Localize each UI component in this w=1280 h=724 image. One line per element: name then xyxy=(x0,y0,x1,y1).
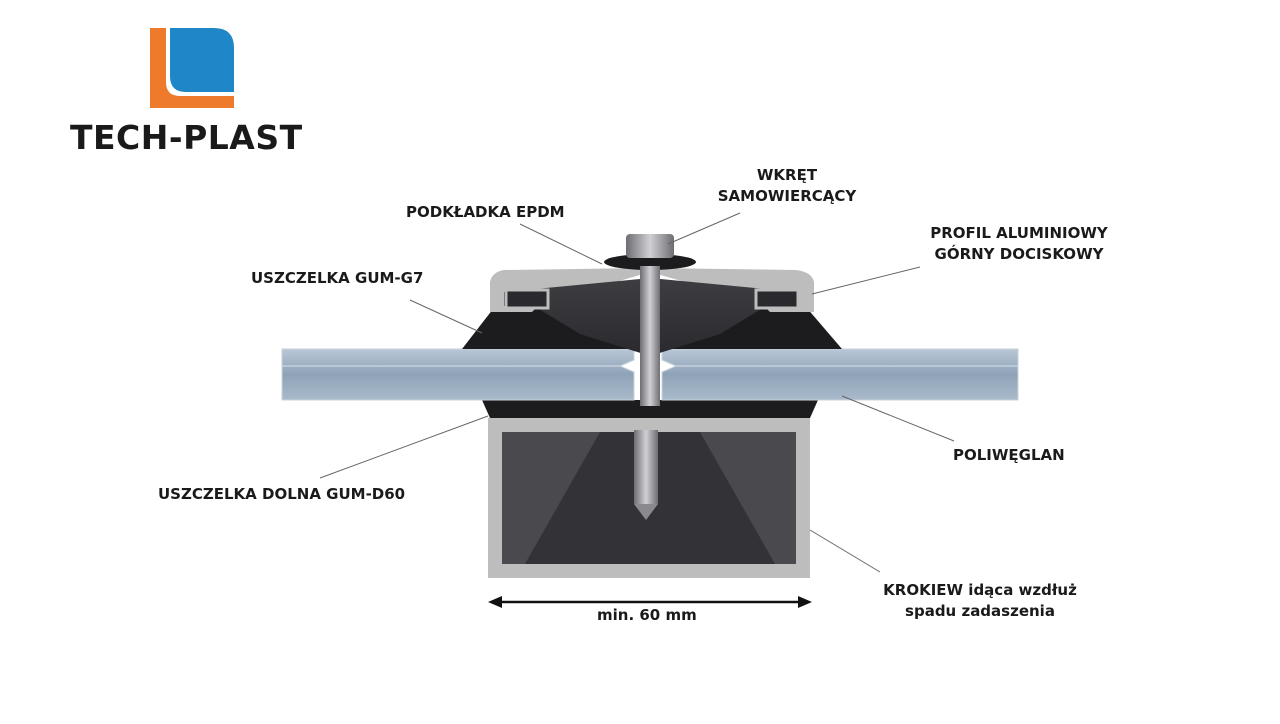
label-gasket-g7: USZCZELKA GUM-G7 xyxy=(251,269,424,287)
label-polycarbonate: POLIWĘGLAN xyxy=(953,446,1065,464)
label-top-profile-line2: GÓRNY DOCISKOWY xyxy=(934,245,1104,263)
label-bottom-gasket: USZCZELKA DOLNA GUM-D60 xyxy=(158,485,406,503)
epdm-washer-shape xyxy=(604,254,696,270)
brand-name: TECH-PLAST xyxy=(70,118,303,157)
label-rafter: KROKIEW idąca wzdłuż spadu zadaszenia xyxy=(870,580,1090,622)
self-drilling-screw xyxy=(626,234,674,520)
label-rafter-line2: spadu zadaszenia xyxy=(905,602,1055,620)
label-screw: WKRĘT SAMOWIERCĄCY xyxy=(700,165,874,207)
label-screw-line1: WKRĘT xyxy=(756,166,818,184)
bottom-gasket-shape xyxy=(482,400,818,418)
label-dimension: min. 60 mm xyxy=(597,606,697,624)
tech-plast-logo-icon xyxy=(150,28,234,108)
rafter-profile xyxy=(488,418,810,578)
label-rafter-line1: KROKIEW idąca wzdłuż xyxy=(883,581,1077,599)
label-screw-line2: SAMOWIERCĄCY xyxy=(717,187,857,205)
dimension-arrow xyxy=(488,596,812,608)
label-epdm-washer: PODKŁADKA EPDM xyxy=(406,203,565,221)
label-top-profile-line1: PROFIL ALUMINIOWY xyxy=(930,224,1108,242)
polycarbonate-sheet xyxy=(281,348,1019,401)
label-top-profile: PROFIL ALUMINIOWY GÓRNY DOCISKOWY xyxy=(908,223,1130,265)
leader-lines xyxy=(319,212,955,573)
